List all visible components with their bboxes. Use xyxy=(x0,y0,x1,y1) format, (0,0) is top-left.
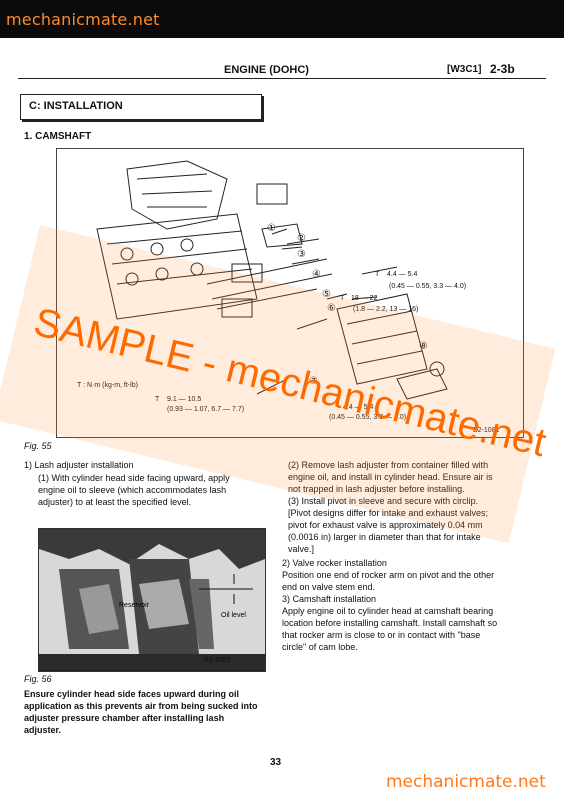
callout-7: ⑦ xyxy=(309,376,318,387)
torque-units: T : N·m (kg-m, ft-lb) xyxy=(77,382,138,389)
callout-8: ⑧ xyxy=(419,341,428,352)
figure-56-caption: Fig. 56 xyxy=(24,674,52,684)
torque-4-value: 4.4 — 5.4 xyxy=(343,404,373,411)
torque-2-t: T xyxy=(340,295,345,302)
step3-line5: valve.] xyxy=(288,544,315,554)
torque-2-alt: (1.8 — 2.2, 13 — 16) xyxy=(353,306,418,313)
top-banner: mechanicmate.net xyxy=(0,0,564,38)
page-header-title: ENGINE (DOHC) xyxy=(224,64,309,76)
header-rule xyxy=(18,78,546,79)
step3-line2: [Pivot designs differ for intake and exh… xyxy=(288,508,488,518)
step1-text-line1: (1) With cylinder head side facing upwar… xyxy=(38,473,230,483)
figure-55-id: B2-1081 xyxy=(473,427,500,434)
camshaft-line2: location before installing camshaft. Ins… xyxy=(282,618,498,628)
step1-title: 1) Lash adjuster installation xyxy=(24,460,134,470)
callout-6: ⑥ xyxy=(327,303,336,314)
callout-5: ⑤ xyxy=(322,289,331,300)
reservoir-label: Reservoir xyxy=(119,602,150,609)
figure-55-diagram: ① ② ③ ④ ⑤ ⑥ ⑦ ⑧ T 4.4 — 5.4 (0.45 — 0.55… xyxy=(56,148,524,438)
torque-3-t: T xyxy=(155,396,160,403)
subsection-title: 1. CAMSHAFT xyxy=(24,131,92,142)
page-header-code: [W3C1] xyxy=(447,64,482,75)
torque-4-alt: (0.45 — 0.55, 3.3 — 4.0) xyxy=(329,414,406,421)
section-title: C: INSTALLATION xyxy=(29,100,123,112)
camshaft-line4: circle" of cam lobe. xyxy=(282,642,358,652)
step2-line1: (2) Remove lash adjuster from container … xyxy=(288,460,489,470)
watermark-top: mechanicmate.net xyxy=(6,10,160,29)
step3-line4: (0.0016 in) larger in diameter than that… xyxy=(288,532,481,542)
section-box: C: INSTALLATION xyxy=(20,94,262,120)
step1-text-line3: adjuster) to at least the specified leve… xyxy=(38,497,192,507)
torque-3-value: 9.1 — 10.5 xyxy=(167,396,201,403)
figure-55-caption: Fig. 55 xyxy=(24,441,52,451)
valve-rocker-line2: end on valve stem end. xyxy=(282,582,376,592)
callout-4: ④ xyxy=(312,269,321,280)
figure-56-rule xyxy=(38,670,264,671)
engine-exploded-view: ① ② ③ ④ ⑤ ⑥ ⑦ ⑧ T 4.4 — 5.4 (0.45 — 0.55… xyxy=(77,160,500,434)
camshaft-title: 3) Camshaft installation xyxy=(282,594,377,604)
step3-line1: (3) Install pivot in sleeve and secure w… xyxy=(288,496,479,506)
camshaft-line1: Apply engine oil to cylinder head at cam… xyxy=(282,606,494,616)
callout-2: ② xyxy=(297,233,306,244)
callout-3: ③ xyxy=(297,249,306,260)
figure-56-id: B2-1085 xyxy=(204,657,231,664)
torque-1-t: T xyxy=(375,271,380,278)
watermark-bottom: mechanicmate.net xyxy=(386,772,546,792)
valve-rocker-line1: Position one end of rocker arm on pivot … xyxy=(282,570,495,580)
fig56-note-line4: adjuster. xyxy=(24,725,62,735)
page-header-page: 2-3b xyxy=(490,62,515,76)
callout-1: ① xyxy=(267,223,276,234)
oil-level-label: Oil level xyxy=(221,612,246,619)
torque-1-value: 4.4 — 5.4 xyxy=(387,271,417,278)
fig56-note-line1: Ensure cylinder head side faces upward d… xyxy=(24,689,240,699)
fig56-note-line2: application as this prevents air from be… xyxy=(24,701,258,711)
torque-2-value: 18 — 22 xyxy=(351,295,378,302)
lash-adjuster-diagram: Reservoir Oil level xyxy=(39,529,265,671)
step2-line2: engine oil, and install in cylinder head… xyxy=(288,472,493,482)
page-number: 33 xyxy=(270,757,282,768)
step1-text-line2: engine oil to sleeve (which accommodates… xyxy=(38,485,227,495)
camshaft-line3: that rocker arm is close to or in contac… xyxy=(282,630,481,640)
torque-1-alt: (0.45 — 0.55, 3.3 — 4.0) xyxy=(389,283,466,290)
fig56-note-line3: adjuster pressure chamber after installi… xyxy=(24,713,225,723)
figure-56-image: Reservoir Oil level xyxy=(38,528,266,672)
torque-3-alt: (0.93 — 1.07, 6.7 — 7.7) xyxy=(167,406,244,413)
step2-line3: not trapped in lash adjuster before inst… xyxy=(288,484,465,494)
valve-rocker-title: 2) Valve rocker installation xyxy=(282,558,387,568)
step3-line3: pivot for exhaust valve is approximately… xyxy=(288,520,483,530)
